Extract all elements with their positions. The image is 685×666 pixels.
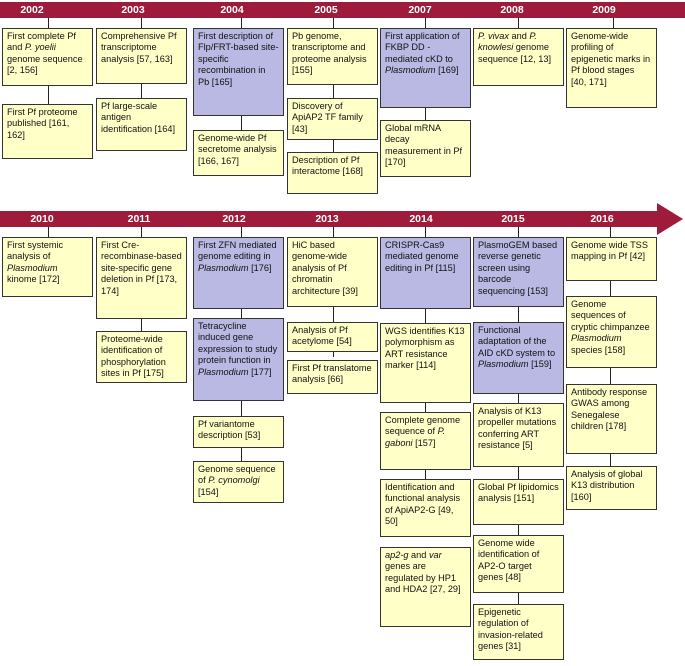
event-box: First Cre-recombinase-based site-specifi…: [96, 237, 187, 319]
year-label: 2005: [314, 4, 338, 16]
event-box: Analysis of Pf acetylome [54]: [287, 322, 378, 352]
event-box: Discovery of ApiAP2 TF family [43]: [287, 98, 378, 140]
connector-line: [518, 18, 519, 28]
event-box: Genome wide identification of AP2-O targ…: [473, 535, 564, 593]
year-label: 2002: [20, 4, 44, 16]
year-label: 2016: [590, 213, 614, 225]
event-box: Description of Pf interactome [168]: [287, 152, 378, 194]
event-box: Comprehensive Pf transcriptome analysis …: [96, 28, 187, 84]
connector-line: [48, 227, 49, 237]
event-box: WGS identifies K13 polymorphism as ART r…: [380, 323, 471, 403]
event-box: Tetracycline induced gene expression to …: [193, 318, 284, 401]
event-box: Functional adaptation of the AID cKD sys…: [473, 322, 564, 394]
event-box: ap2-g and var genes are regulated by HP1…: [380, 547, 471, 627]
event-box: Epigenetic regulation of invasion-relate…: [473, 604, 564, 660]
year-label: 2007: [408, 4, 432, 16]
event-box: HiC based genome-wide analysis of Pf chr…: [287, 237, 378, 307]
year-label: 2012: [222, 213, 246, 225]
year-label: 2008: [500, 4, 524, 16]
event-box: First complete Pf and P. yoelii genome s…: [2, 28, 93, 86]
timeline-arrow-icon: [657, 203, 683, 235]
event-box: Analysis of global K13 distribution [160…: [566, 466, 657, 510]
year-label: 2009: [592, 4, 616, 16]
event-box: Complete genome sequence of P. gaboni [1…: [380, 412, 471, 470]
event-box: First ZFN mediated genome editing in Pla…: [193, 237, 284, 309]
timeline-band-top: [0, 2, 685, 18]
year-label: 2010: [30, 213, 54, 225]
year-label: 2003: [121, 4, 145, 16]
year-label: 2011: [127, 213, 151, 225]
event-box: First description of Flp/FRT-based site-…: [193, 28, 284, 116]
year-label: 2015: [501, 213, 525, 225]
event-box: Global mRNA decay measurement in Pf [170…: [380, 120, 471, 177]
event-box: Pf large-scale antigen identification [1…: [96, 98, 187, 151]
event-box: CRISPR-Cas9 mediated genome editing in P…: [380, 237, 471, 309]
event-box: Antibody response GWAS among Senegalese …: [566, 384, 657, 454]
year-label: 2014: [409, 213, 433, 225]
connector-line: [333, 18, 334, 152]
event-box: First systemic analysis of Plasmodium ki…: [2, 237, 93, 297]
event-box: Genome-wide Pf secretome analysis [166, …: [193, 130, 284, 176]
event-box: Genome sequence of P. cynomolgi [154]: [193, 461, 284, 503]
event-box: Global Pf lipidomics analysis [151]: [473, 479, 564, 525]
event-box: Genome sequences of cryptic chimpanzee P…: [566, 296, 657, 368]
event-box: Identification and functional analysis o…: [380, 479, 471, 537]
event-box: Pf variantome description [53]: [193, 416, 284, 448]
year-label: 2013: [315, 213, 339, 225]
connector-line: [613, 18, 614, 28]
event-box: P. vivax and P. knowlesi genome sequence…: [473, 28, 564, 86]
event-box: First Pf proteome published [161, 162]: [2, 104, 93, 159]
event-box: Genome-wide profiling of epigenetic mark…: [566, 28, 657, 108]
timeline-band-bottom: [0, 211, 657, 227]
event-box: PlasmoGEM based reverse genetic screen u…: [473, 237, 564, 307]
event-box: First Pf translatome analysis [66]: [287, 360, 378, 394]
event-box: Genome wide TSS mapping in Pf [42]: [566, 237, 657, 281]
year-label: 2004: [220, 4, 244, 16]
event-box: Pb genome, transcriptome and proteome an…: [287, 28, 378, 85]
event-box: Analysis of K13 propeller mutations conf…: [473, 403, 564, 467]
event-box: First application of FKBP DD - mediated …: [380, 28, 471, 108]
event-box: Proteome-wide identification of phosphor…: [96, 331, 187, 383]
